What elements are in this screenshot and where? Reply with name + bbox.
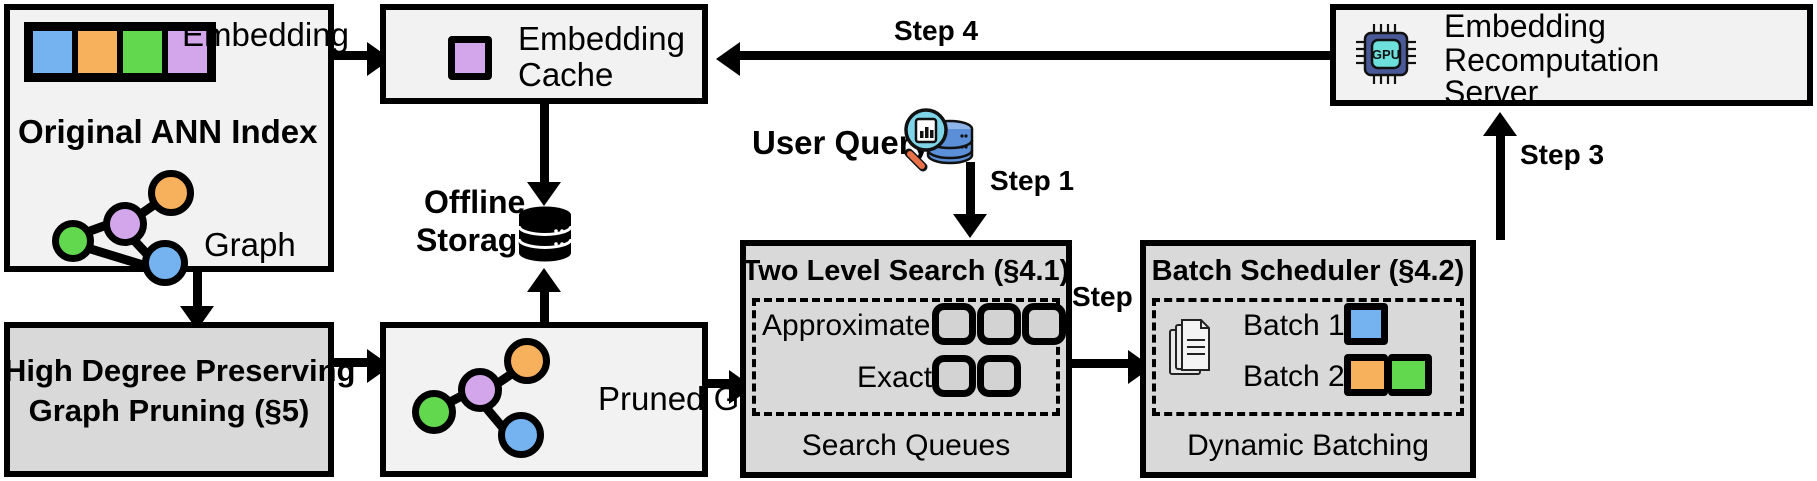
arrow-cache-to-storage-head (527, 182, 561, 206)
search-queues-dashed-region (752, 298, 1060, 416)
search-queues-caption: Search Queues (801, 429, 1011, 462)
graph-node-orange (148, 170, 194, 216)
arrow-pruned-to-storage-line (540, 292, 549, 322)
recomputation-server-line2: Recomputation (1444, 42, 1660, 78)
documents-icon (1169, 319, 1210, 375)
arrow-step4-head (716, 42, 740, 76)
approximate-row-label: Approximate (762, 309, 931, 342)
step-3-label: Step 3 (1520, 139, 1605, 170)
embedding-cache-label-line2: Cache (518, 56, 614, 93)
graph-node-orange (504, 338, 550, 384)
embedding-cache-label-line1: Embedding (518, 20, 685, 57)
arrow-index-to-cache-line (334, 51, 372, 60)
arrow-step4-line (740, 51, 1332, 60)
arrow-step1-head (953, 214, 987, 238)
arrow-pruning-to-pruned-line (334, 358, 372, 367)
arrow-step3-line (1496, 134, 1505, 240)
graph-node-purple (103, 202, 147, 246)
embedding-label: Embedding (182, 16, 349, 53)
svg-text:GPU: GPU (1372, 47, 1400, 62)
two-level-search-title: Two Level Search (§4.1) (742, 255, 1070, 287)
arrow-pruned-to-search-line (708, 379, 744, 388)
arrow-step2-line (1072, 359, 1140, 368)
original-ann-index-title: Original ANN Index (18, 113, 318, 150)
graph-node-purple (458, 368, 502, 412)
step-4-label: Step 4 (894, 15, 979, 46)
batch-scheduler-title: Batch Scheduler (§4.2) (1151, 255, 1465, 287)
arrow-step1-line (966, 162, 975, 220)
exact-queue-cell[interactable] (932, 355, 976, 397)
approximate-queue-cell[interactable] (1022, 303, 1066, 345)
embedding-chip-purple (165, 28, 210, 76)
exact-queue-cell[interactable] (977, 355, 1021, 397)
database-icon (517, 206, 573, 262)
embedding-chip-green (120, 28, 165, 76)
batch-1-label: Batch 1 (1243, 309, 1345, 342)
graph-label: Graph (204, 226, 296, 263)
graph-pruning-title-line1: High Degree Preserving (4, 353, 356, 388)
batch-2-label: Batch 2 (1243, 360, 1345, 393)
purple-square-icon (448, 36, 492, 80)
exact-row-label: Exact (857, 361, 933, 394)
pruned-graph-widget (400, 336, 570, 458)
arrow-cache-to-storage-line (540, 104, 549, 186)
graph-pruning-box (4, 322, 334, 477)
graph-node-blue (142, 240, 188, 286)
graph-node-green (52, 220, 94, 262)
arrow-pruned-to-storage-head (527, 268, 561, 292)
arrow-index-to-pruning-line (193, 272, 202, 310)
embedding-chip-orange (75, 28, 120, 76)
gpu-chip-icon: GPU (1356, 24, 1416, 84)
arrow-step3-head (1483, 112, 1517, 136)
batch-1-chip-blue (1344, 303, 1388, 345)
approximate-queue-cell[interactable] (932, 303, 976, 345)
recomputation-server-line1: Embedding (1444, 8, 1606, 44)
dynamic-batching-caption: Dynamic Batching (1187, 429, 1429, 462)
embedding-cache-box (380, 4, 708, 104)
embedding-chips (24, 22, 216, 82)
offline-storage-label-line2: Storage (416, 222, 536, 258)
graph-pruning-title-line2: Graph Pruning (§5) (28, 393, 310, 428)
original-graph-widget (40, 168, 210, 286)
dynamic-batching-dashed-region (1152, 298, 1464, 416)
approximate-queue-cell[interactable] (977, 303, 1021, 345)
recomputation-server-line3: Server (1444, 74, 1539, 110)
graph-node-green (412, 390, 456, 434)
batch-2-chip-green (1388, 354, 1432, 396)
graph-node-blue (498, 412, 544, 458)
embedding-chip-blue (30, 28, 75, 76)
step-1-label: Step 1 (990, 165, 1075, 196)
offline-storage-label-line1: Offline (424, 184, 526, 220)
query-database-icon (904, 108, 974, 172)
batch-2-chip-orange (1344, 354, 1388, 396)
